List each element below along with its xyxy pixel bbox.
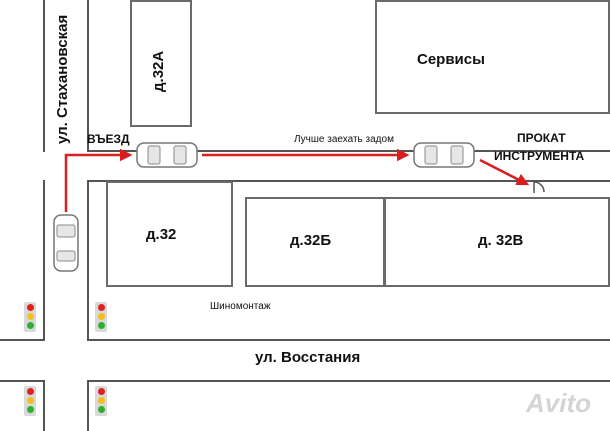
street-vosstaniya-label: ул. Восстания: [255, 349, 361, 366]
car-icon: [136, 142, 198, 168]
building-services-label: Сервисы: [417, 51, 485, 68]
road-edge: [87, 180, 610, 182]
road-edge: [87, 380, 89, 431]
road-edge: [87, 339, 610, 341]
route-arrow: [64, 148, 133, 212]
car-icon: [413, 142, 475, 168]
road-edge: [87, 150, 610, 152]
road-edge: [43, 0, 45, 152]
building-32v: [384, 197, 610, 287]
building-32b-label: д.32Б: [290, 232, 332, 249]
route-arrow: [479, 158, 530, 186]
avito-watermark: Avito: [526, 388, 591, 418]
building-32b: [245, 197, 385, 287]
building-32a: [130, 0, 192, 127]
road-edge: [87, 0, 89, 152]
road-edge: [87, 380, 610, 382]
car-icon: [53, 214, 79, 272]
building-32-label: д.32: [146, 226, 177, 243]
door-icon: [533, 181, 545, 193]
traffic-light-icon: [95, 386, 107, 416]
traffic-light-icon: [95, 302, 107, 332]
entry-label: ВЪЕЗД: [87, 132, 130, 146]
road-edge: [87, 180, 89, 340]
building-32v-label: д. 32В: [478, 232, 524, 249]
rental-label-line2: ИНСТРУМЕНТА: [494, 149, 585, 163]
road-edge: [43, 180, 45, 340]
building-services: [375, 0, 610, 114]
rental-label-line1: ПРОКАТ: [517, 131, 566, 145]
building-32: [106, 181, 233, 287]
tire-service-label: Шиномонтаж: [210, 301, 271, 312]
traffic-light-icon: [24, 302, 36, 332]
hint-label: Лучше заехать задом: [294, 134, 394, 145]
road-edge: [43, 380, 45, 431]
road-edge: [0, 339, 45, 341]
road-edge: [0, 380, 45, 382]
traffic-light-icon: [24, 386, 36, 416]
